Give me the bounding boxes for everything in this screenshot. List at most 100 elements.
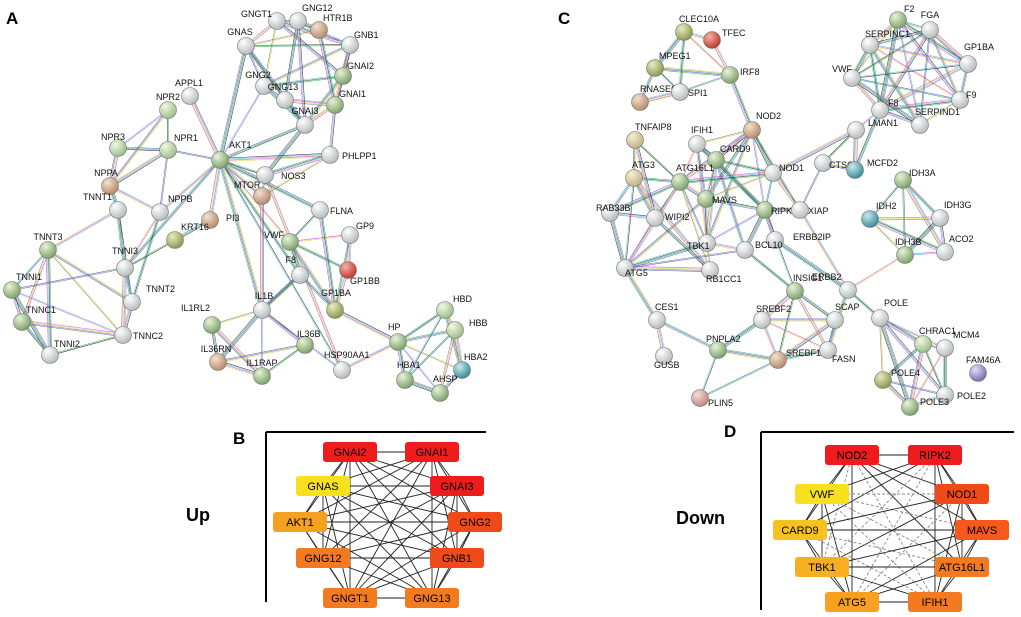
c-edge-fga-serpind1: [920, 30, 931, 126]
c-edge-ripk2-tbk1: [707, 210, 766, 244]
hub-b-node-box: [323, 588, 377, 608]
a-node-label: IL1B: [255, 291, 274, 301]
c-edge-nod2-ifih1: [696, 129, 752, 144]
hub-b-node-label: GNAI2: [333, 447, 366, 459]
c-edge-erbb2-idh3b: [848, 255, 906, 291]
c-edge-atg3-atg5: [625, 178, 635, 269]
hub-b-edge: [299, 521, 433, 599]
c-node-tbk1: TBK1: [687, 234, 716, 252]
a-node-ball: [256, 166, 274, 184]
a-node-label: NPR1: [174, 133, 198, 143]
a-node-tnnc1: TNNC1: [13, 305, 56, 331]
c-node-ball: [601, 204, 619, 222]
a-node-vwf: VWF: [264, 230, 299, 251]
c-edge-insig1-fasn: [793, 291, 828, 351]
c-node-label: F9: [966, 90, 977, 100]
c-edge-srebf2-fasn: [762, 319, 829, 350]
c-edge-pnpla2-ces1: [657, 318, 719, 350]
a-node-ball: [123, 293, 141, 311]
a-edge-nos3-gnai3: [264, 124, 305, 175]
a-node-gnas: GNAS: [227, 27, 255, 55]
c-edge-pole-mcm4: [879, 318, 945, 349]
c-edge-atg16l1-rab33b: [609, 180, 680, 212]
c-node-ball: [791, 201, 809, 219]
a-edge-akt1-il1b: [218, 160, 261, 311]
c-edge-chrac1-pole2: [922, 344, 945, 396]
a-edge-akt1-tnni3: [123, 159, 220, 268]
a-node-ball: [109, 201, 127, 219]
hub-b-node-box: [323, 442, 377, 462]
hub-b-node-box: [296, 548, 350, 568]
c-edge-chrac1-pole2: [923, 343, 946, 395]
hub-b-edge: [322, 451, 433, 559]
a-edge-il1rl2-il1rap: [210, 325, 262, 378]
a-edge-tnnt3-tnnc2: [47, 250, 123, 336]
a-node-nos3: NOS3: [256, 166, 306, 184]
c-edge-bcl10-insig1: [745, 248, 796, 291]
a-edge-akt1-pi3: [208, 159, 219, 220]
c-edge-wipi2-atg5: [625, 218, 656, 269]
hub-d-edge: [799, 454, 936, 531]
a-edge-il36b-il36rn: [217, 344, 306, 363]
c-node-serpind1: SERPIND1: [911, 107, 960, 134]
hub-b-edge: [322, 485, 433, 599]
a-edge-npr1-nppa: [109, 149, 168, 186]
hub-b-edge: [299, 451, 433, 523]
a-edge-akt1-mtor: [219, 159, 263, 197]
c-node-label: MCFD2: [867, 158, 898, 168]
hub-b-edge: [431, 485, 458, 599]
c-node-ball: [871, 309, 889, 327]
a-edge-hbd-hp: [397, 309, 446, 343]
c-edge-ripk2-mavs: [705, 199, 765, 212]
c-node-label: ATG16L1: [676, 163, 714, 173]
c-edge-srebf1-pnpla2: [718, 349, 779, 360]
a-edge-gnai2-gnai3: [304, 75, 343, 125]
hub-d-edge: [934, 493, 963, 603]
c-node-ball: [843, 69, 861, 87]
a-edge-flna-gp1ba: [320, 209, 336, 310]
c-node-idh3a: IDH3A: [894, 168, 936, 189]
hub-d-node-ripk2: RIPK2: [908, 445, 962, 465]
c-edge-ripk2-insig1: [765, 209, 796, 291]
c-node-nod2: NOD2: [743, 111, 781, 139]
a-node-hbb: HBB: [446, 318, 488, 339]
a-node-ball: [310, 21, 328, 39]
a-edge-hbb-ahsp: [439, 329, 456, 394]
c-node-ball: [839, 281, 857, 299]
c-edge-bcl10-insig1: [744, 249, 796, 292]
a-node-label: KRT16: [181, 222, 209, 232]
c-edge-f2-f8: [878, 19, 897, 110]
c-edge-insig1-fasn: [794, 290, 829, 351]
c-node-ball: [671, 173, 689, 191]
a-edge-nppa-nppb: [109, 185, 161, 213]
a-edge-akt1-gng2: [220, 86, 265, 161]
c-edge-f8-mcfd2: [855, 110, 882, 171]
a-node-label: FLNA: [330, 206, 353, 216]
c-edge-atg5-ces1: [625, 267, 658, 320]
a-node-il36rn: IL36RN: [201, 344, 231, 371]
c-edge-atg3-atg5: [624, 177, 634, 268]
c-edge-vwf-f9: [851, 78, 960, 101]
c-node-rnase6: RNASE6: [631, 84, 676, 111]
c-edge-nod1-atg16l1: [679, 171, 773, 181]
a-node-phlpp1: PHLPP1: [321, 146, 377, 164]
a-node-ball: [209, 353, 227, 371]
c-node-ball: [936, 386, 954, 404]
a-node-gnai3: GNAI3: [291, 106, 319, 134]
c-node-label: IDH3B: [895, 237, 922, 247]
c-node-label: POLE3: [920, 397, 949, 407]
c-node-label: FASN: [832, 354, 856, 364]
a-node-il1rap: IL1RAP: [246, 358, 278, 385]
hub-d-node-label: NOD1: [947, 489, 978, 501]
a-edge-akt1-hsp90aa1: [220, 159, 343, 370]
c-edge-idh2-idh3g: [869, 216, 940, 219]
c-node-pole3: POLE3: [901, 397, 949, 416]
c-edge-xiap-erbb2: [800, 209, 850, 290]
c-edge-idh2-idh3g: [869, 217, 941, 220]
a-edge-npr1-nppa: [110, 151, 170, 188]
c-node-ball: [698, 234, 716, 252]
c-node-label: RIPK2: [771, 206, 797, 216]
hub-d-edge: [821, 493, 963, 568]
c-edge-srebf1-pnpla2: [718, 348, 779, 359]
a-node-label: GP1BA: [321, 288, 351, 298]
